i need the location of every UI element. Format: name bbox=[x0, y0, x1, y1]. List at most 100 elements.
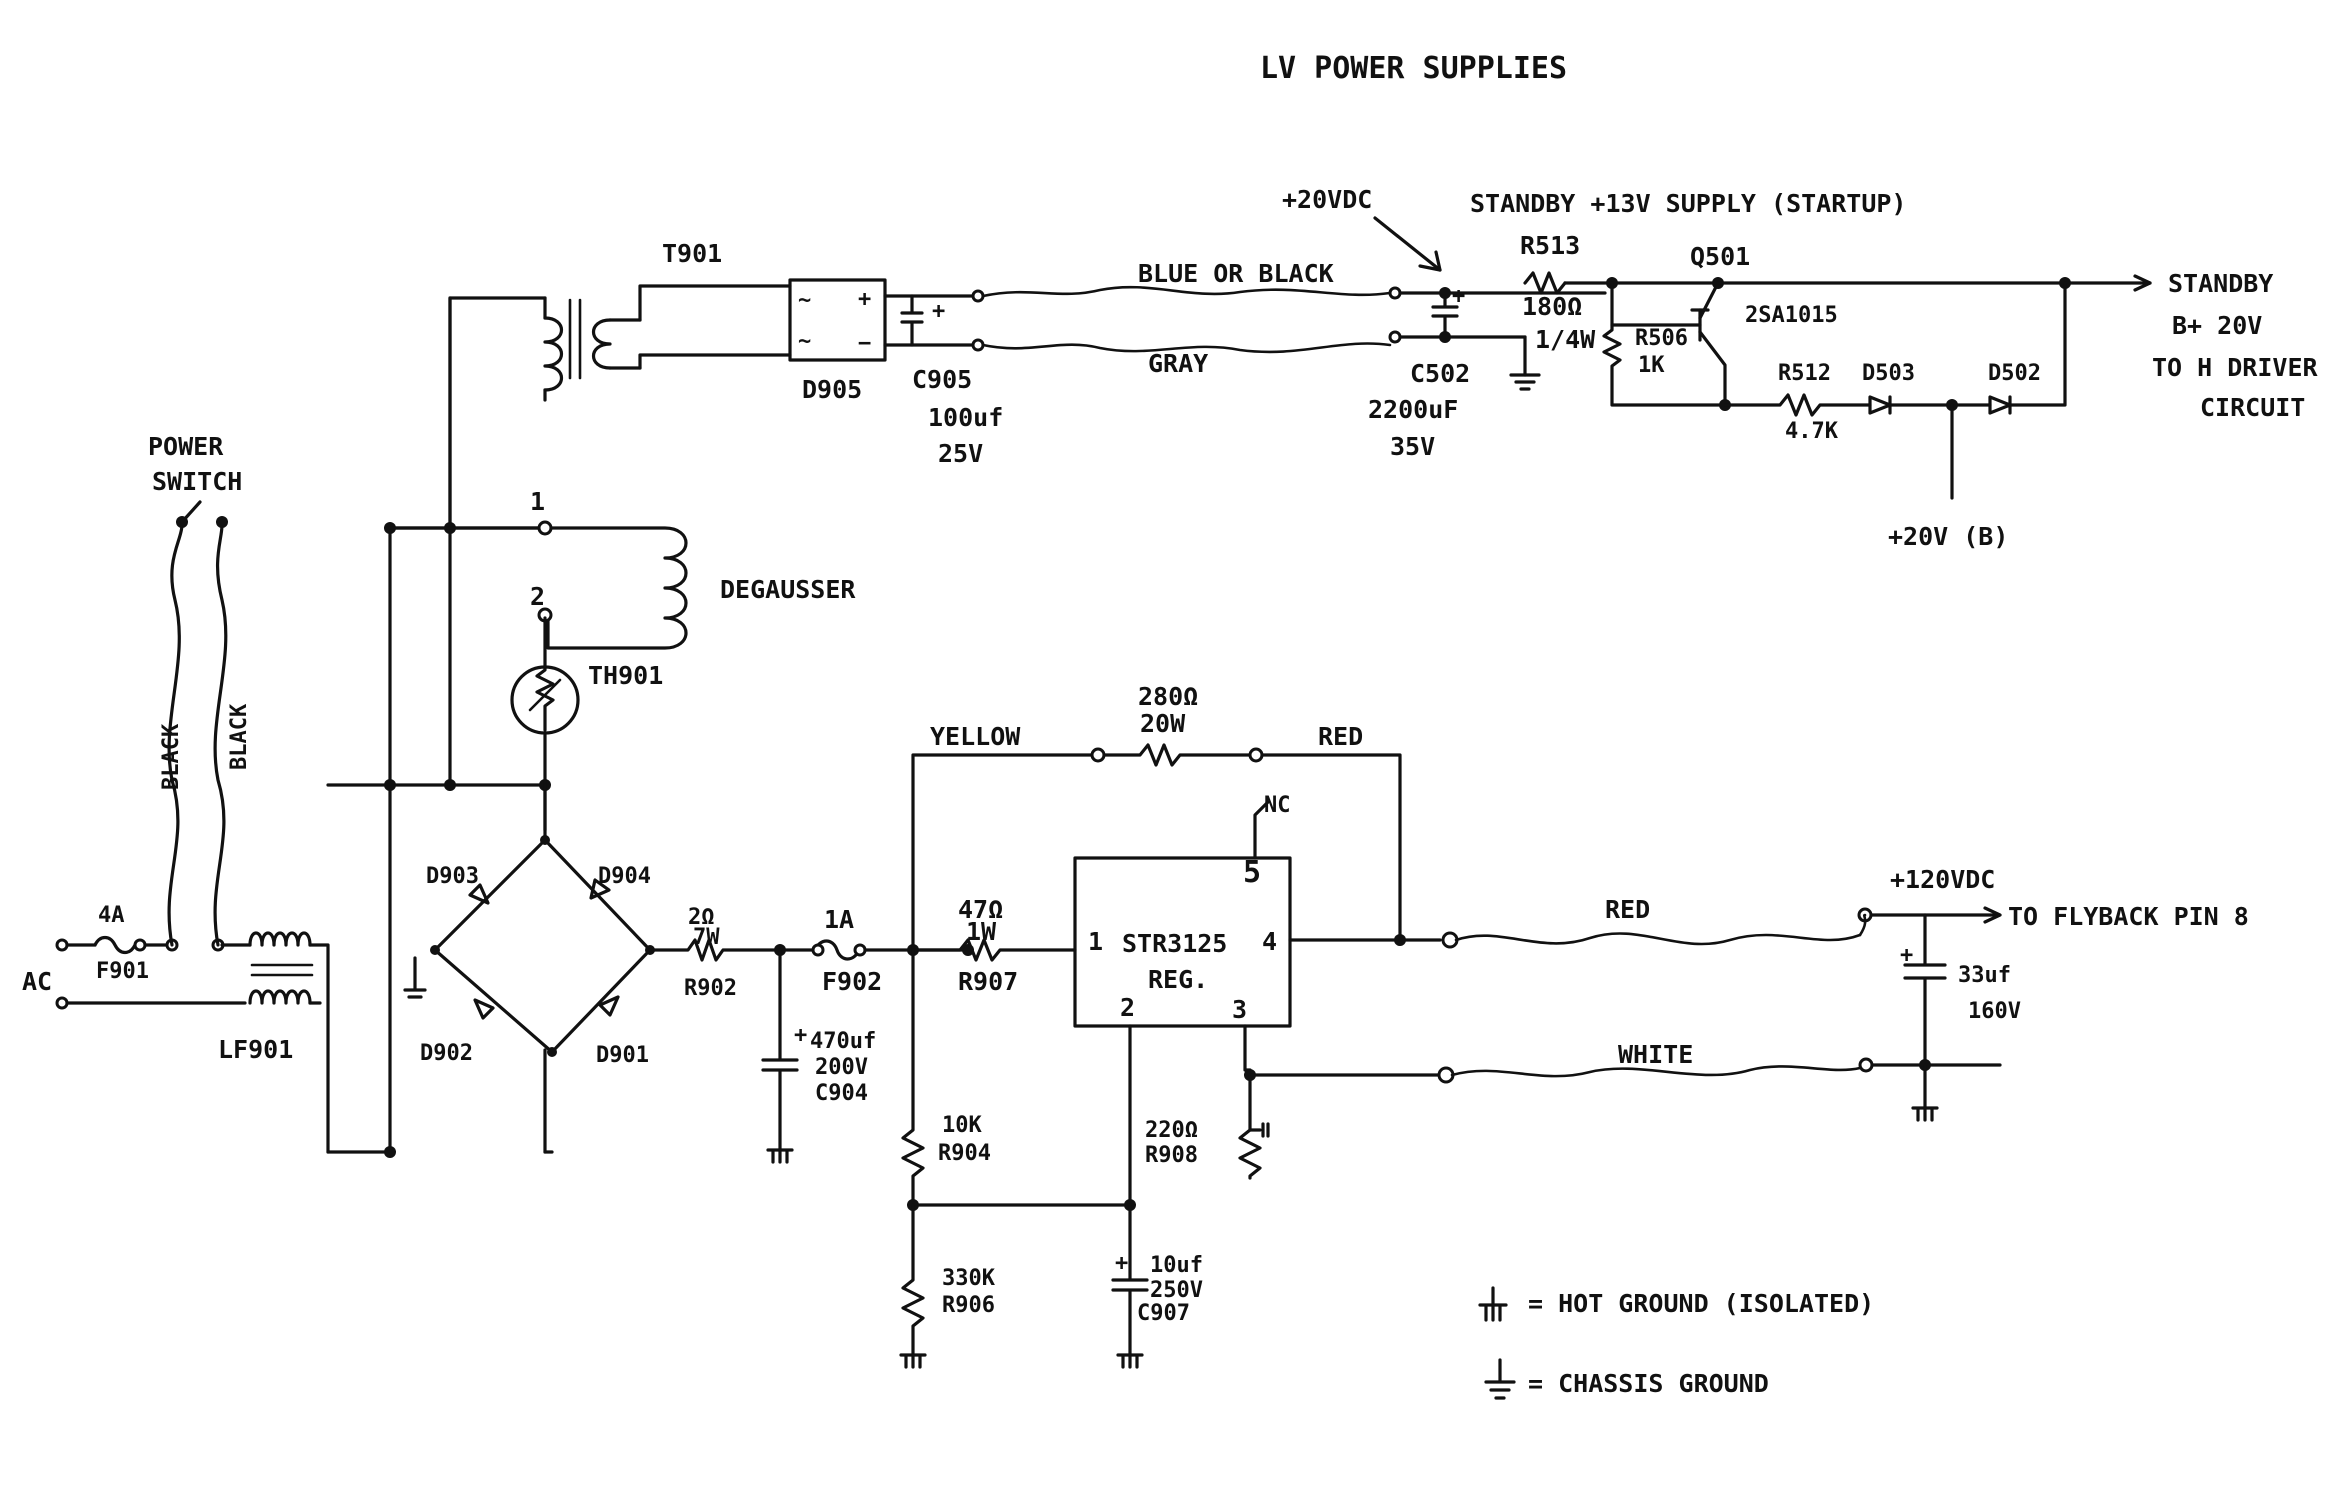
reg-pin5: 5 bbox=[1243, 855, 1261, 890]
c905-value: 100uf bbox=[928, 403, 1003, 432]
legend: = HOT GROUND (ISOLATED) = CHASSIS GROUND bbox=[1478, 1286, 1874, 1400]
reg-pin3: 3 bbox=[1232, 995, 1247, 1024]
degauss-pin1: 1 bbox=[530, 487, 545, 516]
r902-value: 2Ω bbox=[688, 905, 715, 930]
regulator-str3125: 47Ω 1W R907 1 2 3 4 5 NC STR3125 REG. bbox=[911, 793, 1459, 1207]
reg-label: REG. bbox=[1148, 965, 1208, 994]
c502-voltage: 35V bbox=[1390, 432, 1435, 461]
transformer-t901: T901 bbox=[543, 239, 722, 402]
c33-voltage: 160V bbox=[1968, 999, 2021, 1024]
c904-value: 470uf bbox=[810, 1029, 876, 1054]
c904-voltage: 200V bbox=[815, 1055, 868, 1080]
reg-nc: NC bbox=[1264, 793, 1291, 818]
r907-power: 1W bbox=[966, 917, 997, 946]
q501-ref: Q501 bbox=[1690, 242, 1750, 271]
wire-black-1: BLACK bbox=[159, 723, 184, 790]
power-switch-label-1: POWER bbox=[148, 432, 224, 461]
wires-to-c502: BLUE OR BLACK GRAY bbox=[981, 259, 1402, 378]
r904-value: 10K bbox=[942, 1113, 982, 1138]
capacitor-c905: + C905 100uf 25V bbox=[883, 289, 1003, 468]
c502-ref: C502 bbox=[1410, 359, 1470, 388]
red-top-label: RED bbox=[1318, 722, 1363, 751]
q501-part: 2SA1015 bbox=[1745, 303, 1838, 328]
svg-text:+: + bbox=[794, 1023, 807, 1048]
svg-text:+: + bbox=[858, 287, 871, 312]
r512-value: 4.7K bbox=[1785, 419, 1839, 444]
legend-hot-ground: = HOT GROUND (ISOLATED) bbox=[1528, 1289, 1874, 1318]
c907-value: 10uf bbox=[1150, 1253, 1203, 1278]
r902-f902-c904: + 2Ω 7W R902 1A F902 470uf 200V C904 bbox=[648, 905, 974, 1164]
degaussing-circuit: 1 2 DEGAUSSER TH901 bbox=[388, 487, 856, 787]
output-wires: + RED WHITE +120VDC TO FLYBACK PIN 8 33u… bbox=[1450, 865, 2249, 1122]
wire-gray-label: GRAY bbox=[1148, 349, 1208, 378]
plus20v-b-label: +20V (B) bbox=[1888, 522, 2008, 551]
reg-pin2: 2 bbox=[1120, 993, 1135, 1022]
c33-value: 33uf bbox=[1958, 963, 2011, 988]
bridge-d905: ~ ~ + − D905 bbox=[638, 278, 887, 404]
standby-out-1: STANDBY bbox=[2168, 269, 2273, 298]
d903-ref: D903 bbox=[426, 864, 479, 889]
r513-value: 180Ω bbox=[1522, 292, 1582, 321]
r908-value: 220Ω bbox=[1145, 1118, 1198, 1143]
r280-value: 280Ω bbox=[1138, 682, 1198, 711]
yellow-label: YELLOW bbox=[930, 722, 1021, 751]
svg-text:+: + bbox=[932, 299, 945, 324]
out-dest: TO FLYBACK PIN 8 bbox=[2008, 902, 2249, 931]
r906-ref: R906 bbox=[942, 1293, 995, 1318]
c904-ref: C904 bbox=[815, 1081, 868, 1106]
r280-power: 20W bbox=[1140, 709, 1186, 738]
standby-out-4: CIRCUIT bbox=[2200, 393, 2305, 422]
d901-ref: D901 bbox=[596, 1043, 649, 1068]
reg-part: STR3125 bbox=[1122, 929, 1227, 958]
th901-ref: TH901 bbox=[588, 661, 663, 690]
out-voltage: +120VDC bbox=[1890, 865, 1995, 894]
r512-ref: R512 bbox=[1778, 361, 1831, 386]
legend-chassis-ground: = CHASSIS GROUND bbox=[1528, 1369, 1769, 1398]
resistor-r513: R513 180Ω 1/4W bbox=[1520, 231, 1596, 354]
standby-out-3: TO H DRIVER bbox=[2152, 353, 2319, 382]
resistor-280ohm: YELLOW RED 280Ω 20W bbox=[911, 682, 1402, 952]
svg-text:+: + bbox=[1900, 943, 1913, 968]
power-switch: POWER SWITCH BLACK BLACK bbox=[148, 432, 252, 952]
svg-text:~: ~ bbox=[798, 329, 811, 354]
reg-pin1: 1 bbox=[1088, 927, 1103, 956]
red-out-label: RED bbox=[1605, 895, 1650, 924]
r506-value: 1K bbox=[1638, 353, 1665, 378]
r904-ref: R904 bbox=[938, 1141, 991, 1166]
transistor-q501: R506 1K Q501 2SA1015 bbox=[1563, 242, 1838, 411]
f901-rating: 4A bbox=[98, 903, 125, 928]
svg-text:+: + bbox=[1452, 284, 1465, 309]
left-rails bbox=[326, 296, 554, 1158]
capacitor-c502: + C502 2200uF 35V +20VDC bbox=[1282, 185, 1607, 461]
diagram-title: LV POWER SUPPLIES bbox=[1260, 51, 1567, 86]
plus20vdc-label: +20VDC bbox=[1282, 185, 1372, 214]
ac-label: AC bbox=[22, 967, 52, 996]
r907-ref: R907 bbox=[958, 967, 1018, 996]
wire-black-2: BLACK bbox=[227, 703, 252, 770]
white-out-label: WHITE bbox=[1618, 1040, 1693, 1069]
r513-power: 1/4W bbox=[1535, 325, 1596, 354]
c905-ref: C905 bbox=[912, 365, 972, 394]
wire-blue-label: BLUE OR BLACK bbox=[1138, 259, 1334, 288]
r902-power: 7W bbox=[693, 925, 720, 950]
svg-text:~: ~ bbox=[798, 288, 811, 313]
ac-input: AC 4A F901 bbox=[22, 903, 247, 1010]
r906-value: 330K bbox=[942, 1266, 996, 1291]
f902-ref: F902 bbox=[822, 967, 882, 996]
line-filter-lf901: LF901 bbox=[218, 931, 330, 1154]
r907-value: 47Ω bbox=[958, 895, 1003, 924]
svg-text:+: + bbox=[1115, 1251, 1128, 1276]
power-switch-label-2: SWITCH bbox=[152, 467, 242, 496]
main-bridge: D903 D904 D902 D901 bbox=[403, 783, 655, 1068]
f902-rating: 1A bbox=[824, 905, 854, 934]
standby-output: R512 4.7K D503 D502 +20V (B) STANDBY B+ … bbox=[1716, 269, 2319, 551]
r513-ref: R513 bbox=[1520, 231, 1580, 260]
f901-ref: F901 bbox=[96, 959, 149, 984]
r902-ref: R902 bbox=[684, 976, 737, 1001]
divider-network: 10K R904 330K R906 220Ω R908 10uf 250V C… bbox=[899, 948, 1203, 1369]
c907-voltage: 250V bbox=[1150, 1278, 1203, 1303]
d503-ref: D503 bbox=[1862, 361, 1915, 386]
d905-ref: D905 bbox=[802, 375, 862, 404]
svg-text:−: − bbox=[858, 331, 871, 356]
